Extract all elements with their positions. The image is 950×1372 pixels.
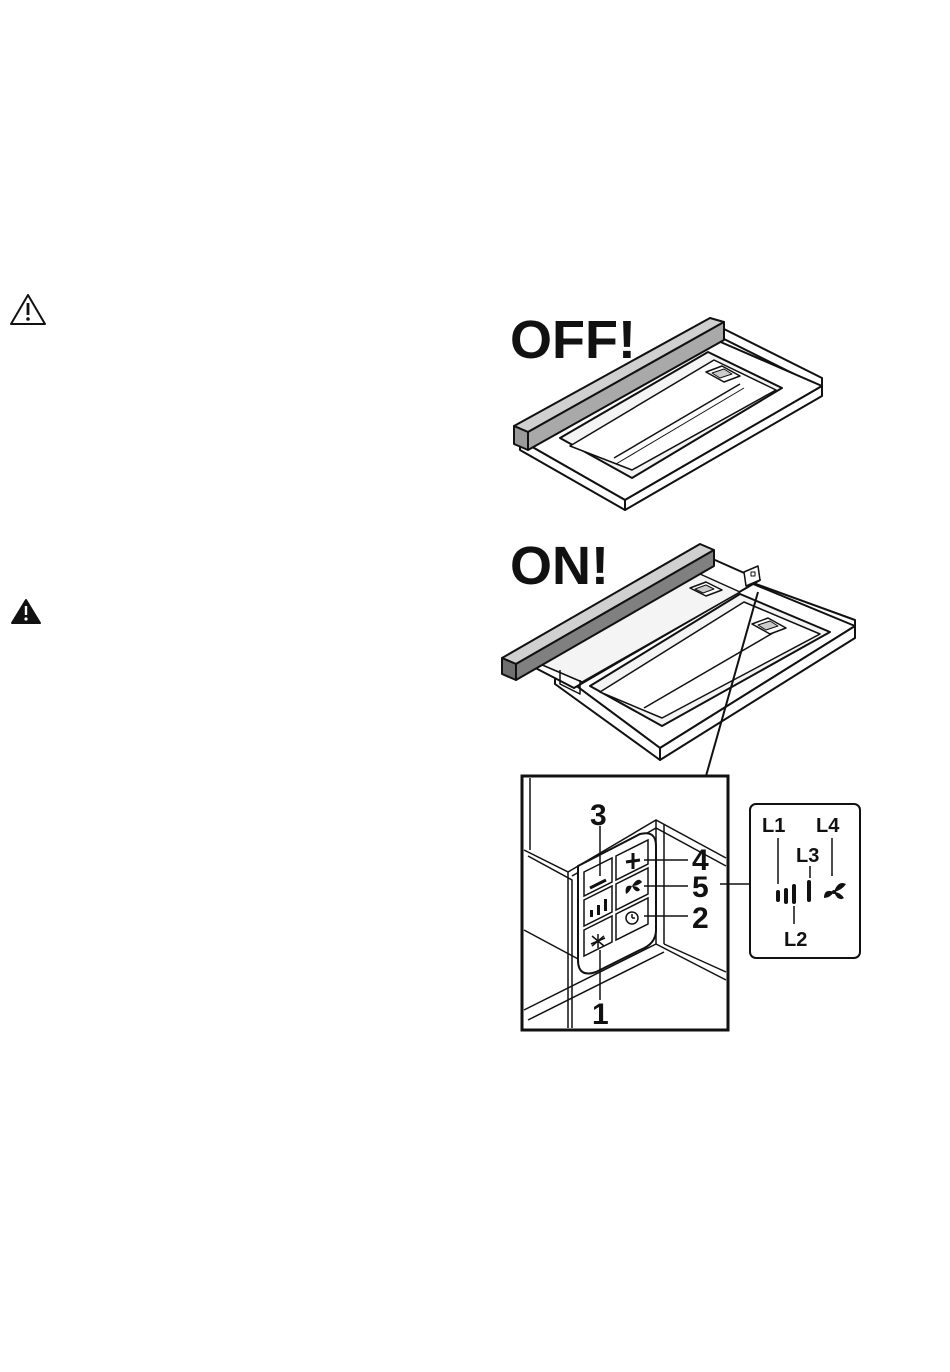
level-3-label: L3: [796, 845, 819, 867]
level-4-label: L4: [816, 815, 840, 837]
level-2-label: L2: [784, 929, 807, 951]
on-label: ON!: [510, 536, 609, 596]
control-panel-zoom: 3 4 5 2 1: [522, 776, 770, 1031]
callout-2: 2: [692, 902, 709, 935]
callout-3: 3: [590, 799, 607, 832]
off-label: OFF!: [510, 310, 636, 370]
callout-1: 1: [592, 998, 609, 1031]
callout-5: 5: [692, 871, 709, 904]
fan-level-legend: L1 L4 L3 L2: [750, 804, 860, 958]
level-1-label: L1: [762, 815, 785, 837]
